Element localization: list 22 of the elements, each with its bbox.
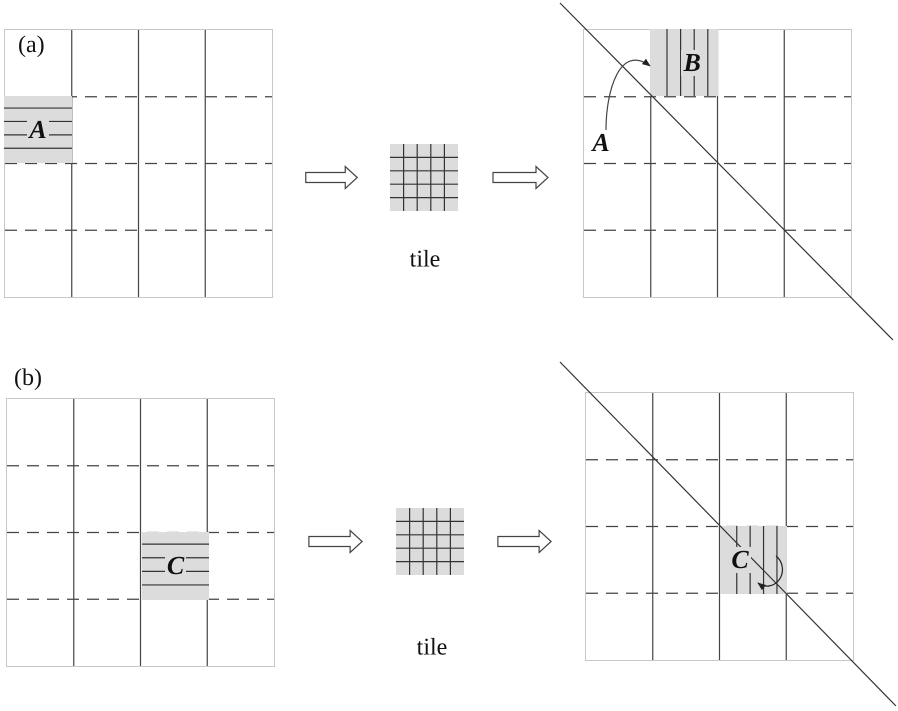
shaded-tile bbox=[650, 29, 718, 96]
grid-panel bbox=[4, 29, 273, 298]
shaded-tile bbox=[142, 532, 209, 600]
curved-arrow bbox=[605, 59, 651, 130]
panel-label: (a) bbox=[18, 32, 45, 59]
hollow-arrow bbox=[492, 165, 549, 190]
tile-grid-icon bbox=[396, 508, 464, 575]
tile-letter: A bbox=[590, 130, 611, 156]
tile-grid-icon bbox=[390, 144, 458, 211]
hollow-arrow bbox=[305, 165, 358, 190]
tile-letter: B bbox=[681, 50, 703, 76]
grid-panel bbox=[6, 398, 275, 667]
hollow-arrow bbox=[497, 529, 552, 554]
tile-caption: tile bbox=[410, 246, 440, 274]
grid-panel bbox=[583, 29, 852, 298]
hollow-arrow bbox=[308, 529, 363, 554]
tile-caption: tile bbox=[416, 634, 448, 662]
tile-letter: C bbox=[729, 547, 751, 573]
shaded-tile bbox=[720, 526, 787, 594]
grid-panel bbox=[585, 392, 854, 661]
shaded-tile bbox=[4, 96, 72, 163]
panel-label: (b) bbox=[14, 365, 42, 392]
